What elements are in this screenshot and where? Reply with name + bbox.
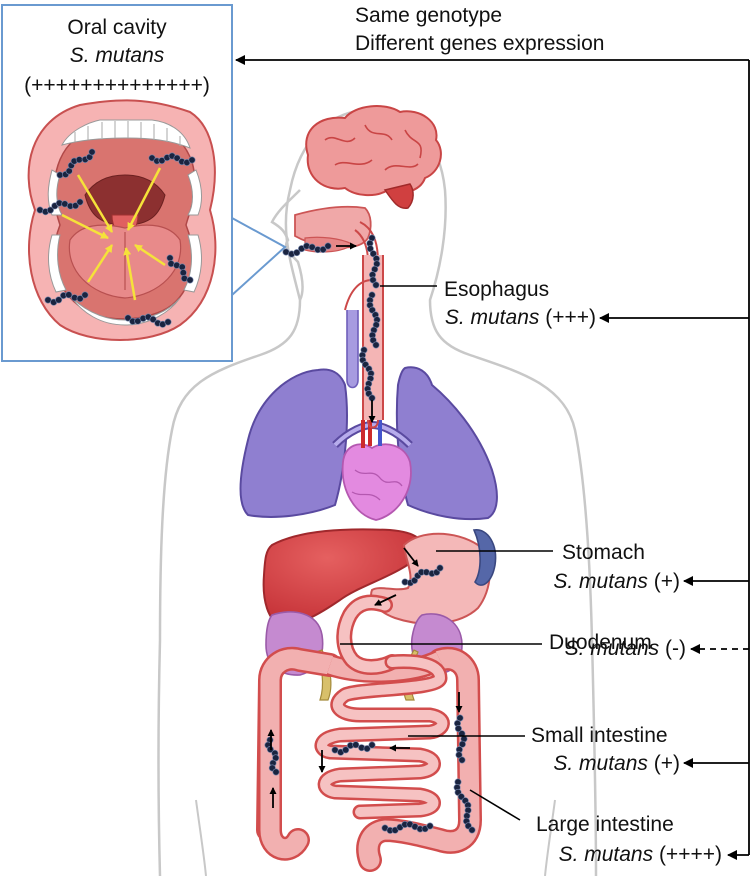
duodenum-expression: S. mutans (-)	[470, 637, 686, 661]
esophagus-species: S. mutans	[445, 306, 540, 329]
bacterium	[66, 292, 72, 298]
bacterium	[459, 757, 465, 763]
bacterium	[325, 243, 331, 249]
bacterium	[273, 769, 279, 775]
bacterium	[89, 149, 95, 155]
bacterium	[82, 292, 88, 298]
large-intestine-species: S. mutans	[559, 843, 654, 866]
bacterium	[427, 823, 433, 829]
arm-inner-left	[196, 800, 206, 876]
bacterium	[179, 264, 185, 270]
small-intestine-name: Small intestine	[531, 724, 668, 748]
top-note-line1: Same genotype	[355, 4, 502, 28]
small-intestine-species: S. mutans	[553, 752, 648, 775]
duodenum-species: S. mutans	[565, 637, 660, 660]
stomach-expression: S. mutans (+)	[470, 570, 680, 594]
bacterium	[465, 807, 471, 813]
large-intestine-expression: S. mutans (++++)	[470, 843, 722, 867]
bacterium	[76, 157, 82, 163]
esophagus-level: (+++)	[539, 306, 596, 329]
stomach-level: (+)	[648, 570, 680, 593]
large-intestine-level: (++++)	[653, 843, 722, 866]
lung-left	[241, 370, 347, 517]
top-note-line2: Different genes expression	[355, 32, 604, 56]
oral-cavity-species: S. mutans	[0, 44, 234, 68]
small-intestine-expression: S. mutans (+)	[470, 752, 680, 776]
oral-cavity-title: Oral cavity	[0, 16, 234, 40]
bacterium	[187, 277, 193, 283]
bacterium	[180, 270, 186, 276]
stomach-name: Stomach	[562, 541, 645, 565]
trachea	[347, 310, 358, 388]
bacterium	[369, 742, 375, 748]
bacterium	[373, 282, 379, 288]
bacterium	[437, 565, 443, 571]
esophagus-expression: S. mutans (+++)	[380, 306, 596, 330]
esophagus-name: Esophagus	[444, 278, 549, 302]
bacterium	[353, 742, 359, 748]
bacterium	[165, 319, 171, 325]
bacterium	[373, 342, 379, 348]
brain	[306, 106, 441, 208]
large-intestine-name: Large intestine	[536, 813, 674, 837]
duodenum-level: (-)	[659, 637, 686, 660]
callout-pointer	[232, 218, 285, 295]
stomach-species: S. mutans	[553, 570, 648, 593]
bacterium	[469, 827, 475, 833]
oral-cavity-level: (++++++++++++++)	[0, 74, 234, 98]
bacterium	[167, 255, 173, 261]
lung-right	[397, 367, 497, 519]
bacterium	[189, 157, 195, 163]
bacterium	[77, 199, 83, 205]
small-intestine-level: (+)	[648, 752, 680, 775]
